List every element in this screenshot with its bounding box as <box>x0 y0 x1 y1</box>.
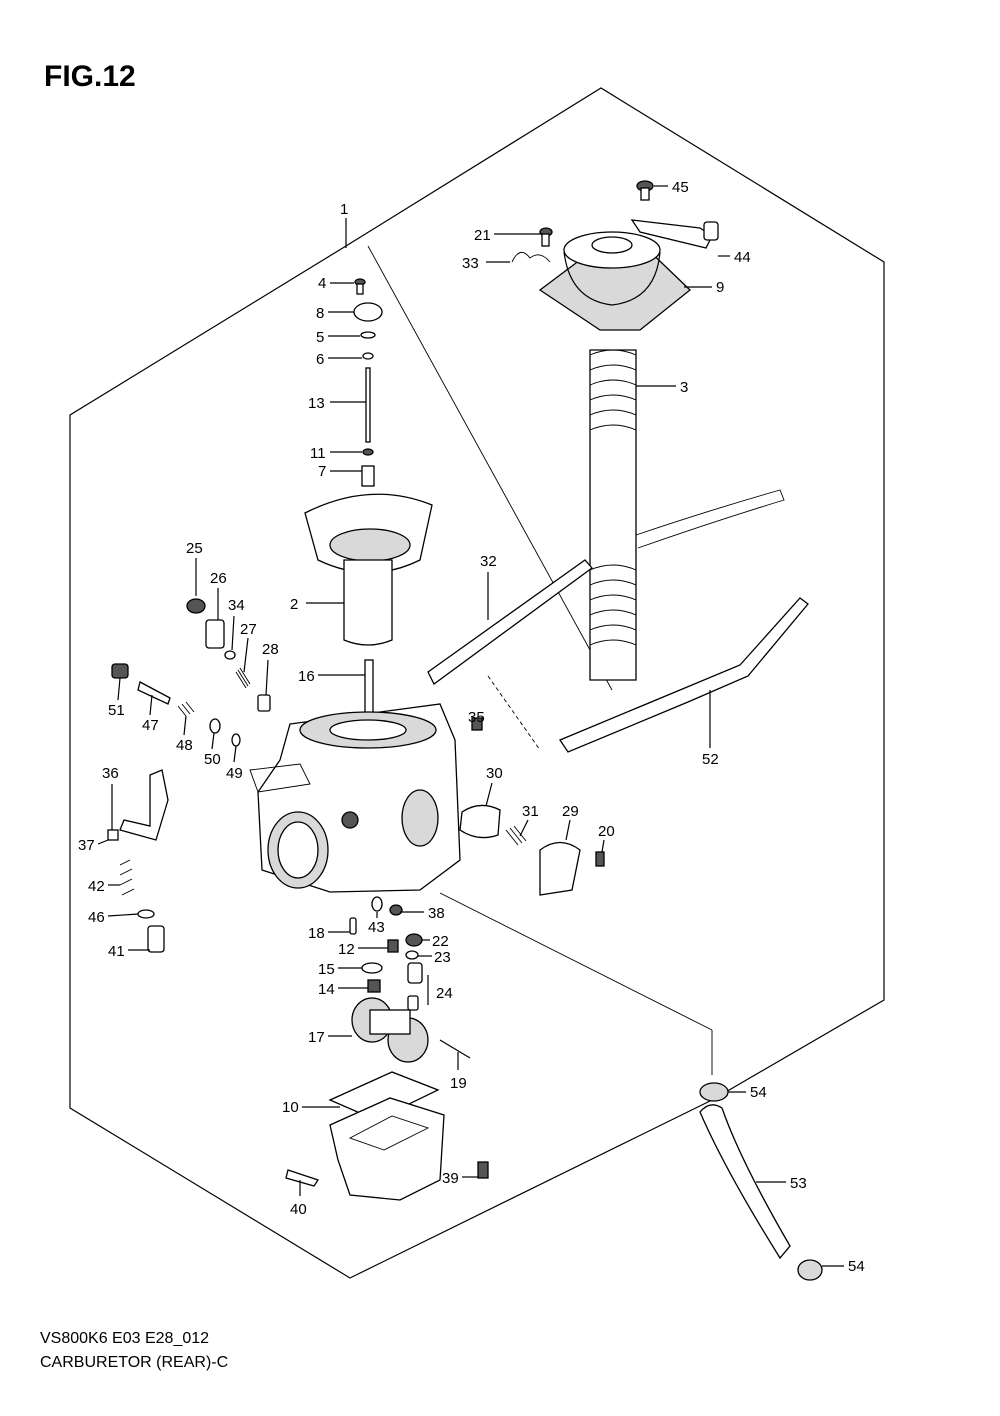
screw-part <box>285 1169 320 1187</box>
callout-39: 39 <box>442 1170 459 1187</box>
callout-42: 42 <box>88 878 105 895</box>
float-parts <box>349 896 423 1011</box>
callout-53: 53 <box>790 1175 807 1192</box>
callout-23: 23 <box>434 949 451 966</box>
callout-3: 3 <box>680 379 688 396</box>
callout-45: 45 <box>672 179 689 196</box>
model-code: VS800K6 E03 E28_012 <box>40 1330 210 1347</box>
top-cap-part <box>538 231 691 331</box>
callout-22: 22 <box>432 933 449 950</box>
needle-jet-part <box>364 659 374 721</box>
callout-31: 31 <box>522 803 539 820</box>
guide-line <box>367 245 613 691</box>
callout-37: 37 <box>78 837 95 854</box>
float-chamber-part <box>328 1071 445 1201</box>
callout-36: 36 <box>102 765 119 782</box>
callout-35: 35 <box>468 709 485 726</box>
spring-tube-part <box>589 349 637 681</box>
callout-10: 10 <box>282 1099 299 1116</box>
callout-labels: 1 2 3 4 5 6 7 8 9 10 11 12 13 14 15 16 1… <box>78 179 865 1275</box>
screw-part <box>636 180 654 201</box>
callout-13: 13 <box>308 395 325 412</box>
figure-name: CARBURETOR (REAR)-C <box>40 1354 229 1371</box>
hose-part <box>635 489 785 549</box>
callout-4: 4 <box>318 275 326 292</box>
callout-20: 20 <box>598 823 615 840</box>
callout-28: 28 <box>262 641 279 658</box>
float-part <box>351 997 429 1063</box>
callout-50: 50 <box>204 751 221 768</box>
accelerator-pump-assembly <box>459 717 605 896</box>
callout-5: 5 <box>316 329 324 346</box>
figure-title: FIG.12 <box>44 60 136 93</box>
throttle-bracket <box>107 769 169 841</box>
callout-29: 29 <box>562 803 579 820</box>
carburetor-body <box>249 703 461 893</box>
callout-38: 38 <box>428 905 445 922</box>
callout-21: 21 <box>474 227 491 244</box>
clip-part <box>511 252 551 263</box>
callout-15: 15 <box>318 961 335 978</box>
diaphragm-slide-part <box>304 493 433 646</box>
guide-line <box>439 892 713 1031</box>
callout-33: 33 <box>462 255 479 272</box>
drain-hose-assembly <box>699 1082 823 1281</box>
callout-19: 19 <box>450 1075 467 1092</box>
callout-9: 9 <box>716 279 724 296</box>
hose-part <box>427 559 593 685</box>
callout-7: 7 <box>318 463 326 480</box>
callout-26: 26 <box>210 570 227 587</box>
callout-44: 44 <box>734 249 751 266</box>
callout-47: 47 <box>142 717 159 734</box>
hose-part <box>559 597 809 753</box>
jet-needle-stack <box>353 278 383 487</box>
guide-line <box>487 675 541 751</box>
screw-part <box>477 1161 489 1179</box>
callout-32: 32 <box>480 553 497 570</box>
callout-2: 2 <box>290 596 298 613</box>
callout-17: 17 <box>308 1029 325 1046</box>
float-pin-part <box>439 1039 471 1059</box>
pilot-screw-assembly <box>186 598 271 712</box>
idle-screw-assembly <box>119 859 165 953</box>
callout-51: 51 <box>108 702 125 719</box>
callout-1: 1 <box>340 201 348 218</box>
callout-8: 8 <box>316 305 324 322</box>
callout-27: 27 <box>240 621 257 638</box>
callout-41: 41 <box>108 943 125 960</box>
callout-16: 16 <box>298 668 315 685</box>
callout-14: 14 <box>318 981 335 998</box>
screw-part <box>539 227 553 247</box>
callout-24: 24 <box>436 985 453 1002</box>
callout-54: 54 <box>750 1084 767 1101</box>
callout-11: 11 <box>310 445 326 462</box>
callout-52: 52 <box>702 751 719 768</box>
callout-18: 18 <box>308 925 325 942</box>
callout-34: 34 <box>228 597 245 614</box>
callout-46: 46 <box>88 909 105 926</box>
callout-49: 49 <box>226 765 243 782</box>
callout-43: 43 <box>368 919 385 936</box>
callout-6: 6 <box>316 351 324 368</box>
callout-30: 30 <box>486 765 503 782</box>
callout-40: 40 <box>290 1201 307 1218</box>
callout-12: 12 <box>338 941 355 958</box>
callout-48: 48 <box>176 737 193 754</box>
fuel-screw-assembly <box>111 663 241 747</box>
bracket-part <box>630 219 719 249</box>
callout-25: 25 <box>186 540 203 557</box>
callout-54: 54 <box>848 1258 865 1275</box>
